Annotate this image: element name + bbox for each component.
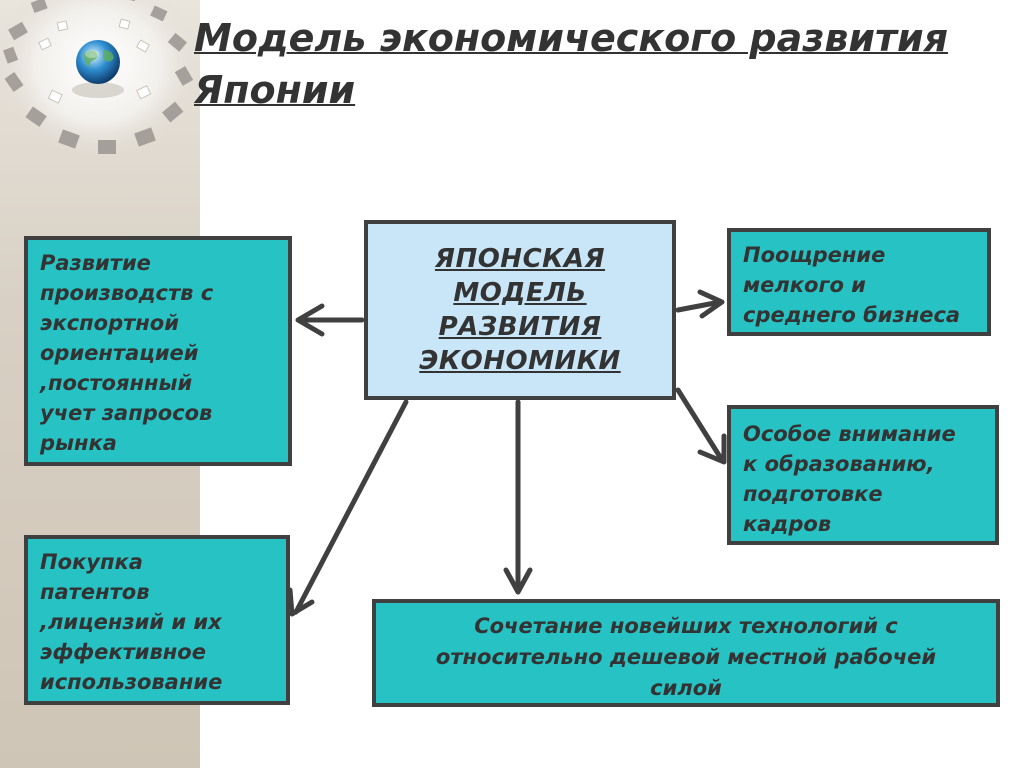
arrow-to-bottom [503, 399, 533, 595]
central-model-box: ЯПОНСКАЯ МОДЕЛЬ РАЗВИТИЯ ЭКОНОМИКИ [364, 220, 676, 400]
export-production-box: Развитие производств с экспортной ориент… [24, 236, 292, 466]
education-box: Особое внимание к образованию, подготовк… [727, 405, 999, 545]
patents-licenses-text: Покупка патентов ,лицензий и их эффектив… [40, 550, 223, 694]
technology-labor-text: Сочетание новейших технологий с относите… [435, 614, 937, 700]
globe-icon [76, 40, 120, 84]
patents-licenses-box: Покупка патентов ,лицензий и их эффектив… [24, 535, 290, 705]
arrow-to-right-mid [675, 387, 727, 465]
arrow-to-left-top [295, 303, 365, 337]
arrow-to-right-top [675, 289, 725, 319]
slide-title: Модель экономического развития Японии [194, 16, 949, 112]
small-business-box: Поощрение мелкого и среднего бизнеса [727, 228, 991, 336]
technology-labor-box: Сочетание новейших технологий с относите… [372, 599, 1000, 707]
arrow-to-left-bottom [287, 399, 409, 617]
education-text: Особое внимание к образованию, подготовк… [743, 422, 956, 536]
export-production-text: Развитие производств с экспортной ориент… [40, 251, 214, 455]
swirl-cubes-decoration [0, 0, 203, 160]
small-business-text: Поощрение мелкого и среднего бизнеса [743, 243, 961, 327]
central-model-label: ЯПОНСКАЯ МОДЕЛЬ РАЗВИТИЯ ЭКОНОМИКИ [419, 244, 621, 376]
